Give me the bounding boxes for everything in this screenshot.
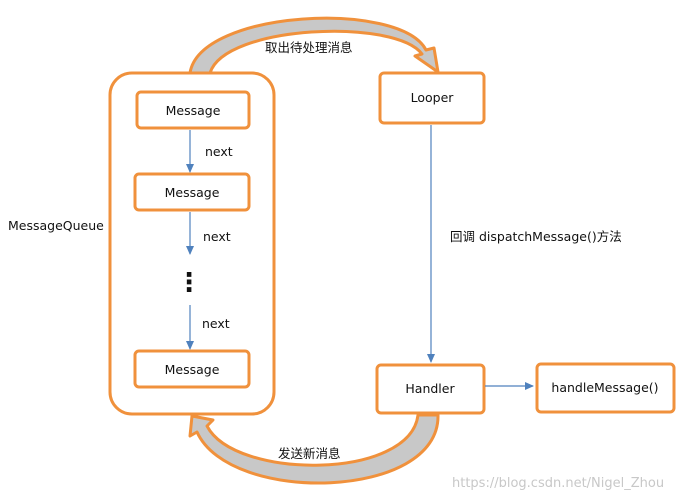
handler-box	[375, 363, 486, 415]
next-label-3: next	[202, 316, 230, 331]
message-box-2	[133, 172, 251, 212]
message-label-3: Message	[165, 362, 220, 377]
handle-message-label: handleMessage()	[551, 380, 658, 395]
message-label-1: Message	[166, 103, 221, 118]
handler-label: Handler	[405, 381, 455, 396]
watermark: https://blog.csdn.net/Nigel_Zhou	[452, 476, 664, 491]
message-queue-label: MessageQueue	[8, 218, 104, 233]
looper-label: Looper	[411, 90, 455, 105]
send-label: 发送新消息	[278, 446, 341, 461]
ellipsis-dots: ⋮	[176, 268, 202, 298]
fetch-label: 取出待处理消息	[265, 40, 353, 55]
handle-message-box	[535, 362, 676, 414]
message-box-1	[135, 90, 251, 130]
next-label-1: next	[205, 144, 233, 159]
message-queue-container	[108, 71, 276, 416]
dispatch-label: 回调 dispatchMessage()方法	[450, 229, 622, 244]
looper-box	[378, 71, 486, 125]
next-label-2: next	[203, 229, 231, 244]
send-curved-arrow	[188, 413, 440, 485]
message-label-2: Message	[165, 185, 220, 200]
message-box-3	[133, 349, 251, 389]
